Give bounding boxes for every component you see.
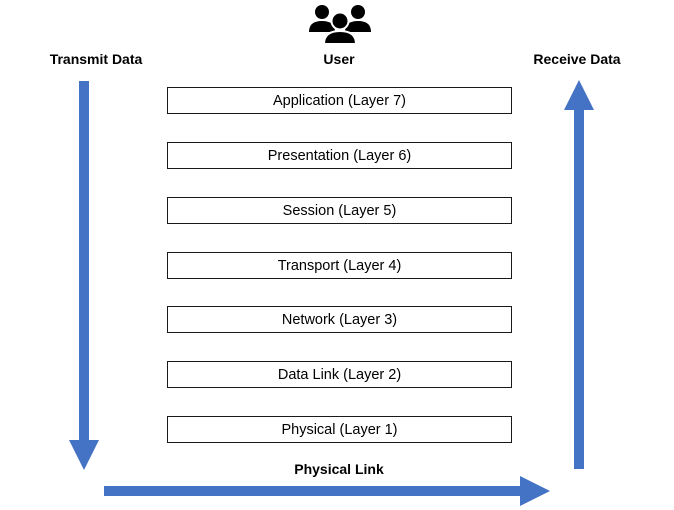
layer-session: Session (Layer 5) [167,197,512,224]
physical-link-right-arrow [104,476,550,506]
receive-up-arrow [564,80,594,469]
layer-application: Application (Layer 7) [167,87,512,114]
layer-data-link: Data Link (Layer 2) [167,361,512,388]
users-group-icon [309,5,371,45]
layer-presentation: Presentation (Layer 6) [167,142,512,169]
physical-link-label: Physical Link [294,461,384,477]
transmit-down-arrow [69,81,99,470]
layer-transport: Transport (Layer 4) [167,252,512,279]
layer-network: Network (Layer 3) [167,306,512,333]
layer-physical: Physical (Layer 1) [167,416,512,443]
receive-data-label: Receive Data [533,51,621,67]
transmit-data-label: Transmit Data [49,51,143,67]
user-label: User [323,51,355,67]
